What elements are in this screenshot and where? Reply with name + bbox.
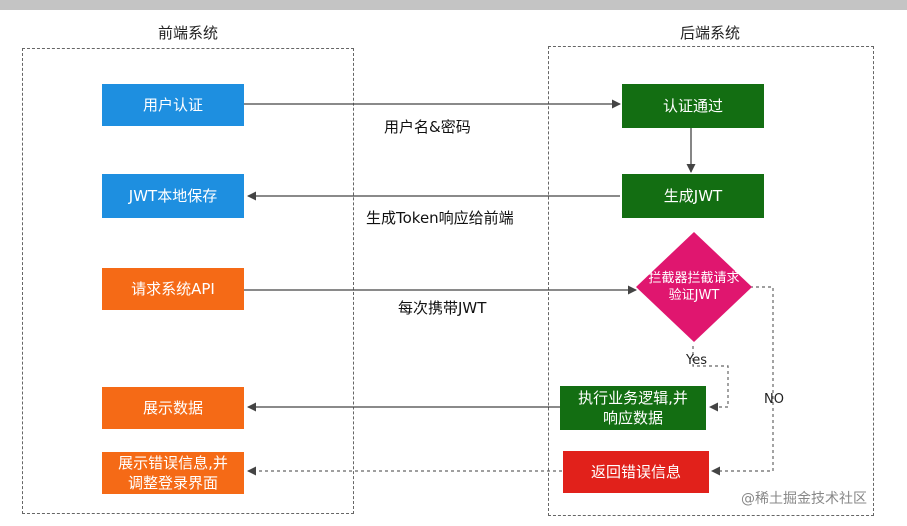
show-data-box: 展示数据 [102, 387, 244, 429]
show-error-box: 展示错误信息,并 调整登录界面 [102, 452, 244, 494]
watermark: @稀土掘金技术社区 [741, 491, 867, 507]
user-auth-box: 用户认证 [102, 84, 244, 126]
label-token-resp: 生成Token响应给前端 [366, 209, 514, 227]
backend-title: 后端系统 [679, 24, 740, 42]
label-no: NO [764, 392, 784, 407]
auth-pass-box: 认证通过 [622, 84, 764, 128]
return-error-box: 返回错误信息 [563, 451, 709, 493]
backend-panel [548, 46, 874, 516]
label-user-pwd: 用户名&密码 [384, 118, 471, 136]
gen-jwt-box: 生成JWT [622, 174, 764, 218]
interceptor-label: 拦截器拦截请求 验证JWT [648, 271, 740, 303]
exec-business-box: 执行业务逻辑,并 响应数据 [560, 386, 706, 430]
arrow-yes [692, 346, 729, 412]
request-api-box: 请求系统API [102, 268, 244, 310]
interceptor-diamond [636, 232, 752, 342]
jwt-save-box: JWT本地保存 [102, 174, 244, 218]
label-yes: Yes [686, 353, 707, 368]
frontend-title: 前端系统 [157, 24, 218, 42]
frontend-panel [22, 48, 354, 514]
arrow-no [711, 286, 774, 476]
top-bar [0, 0, 907, 10]
label-carry-jwt: 每次携带JWT [398, 299, 487, 317]
